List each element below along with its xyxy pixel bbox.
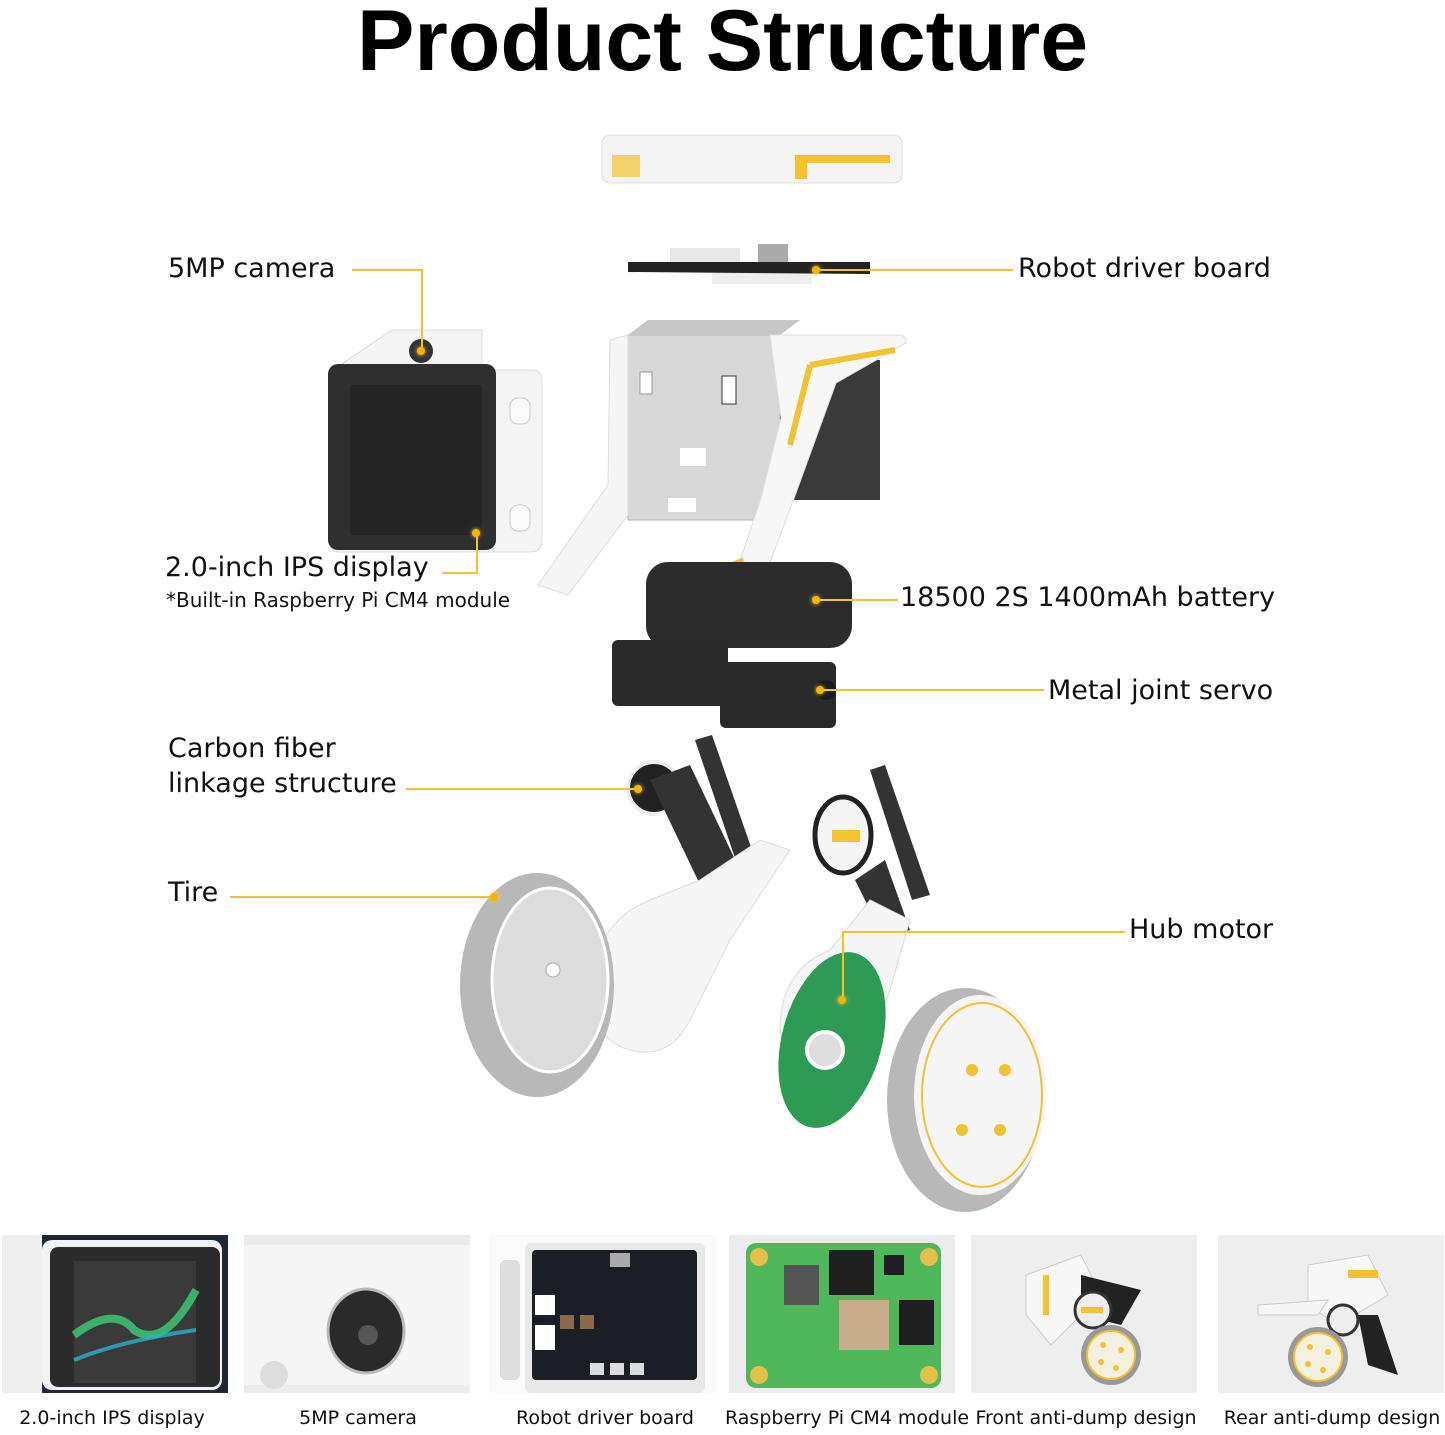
callout-driver-board: Robot driver board [1018, 253, 1271, 284]
thumbnail-caption-rear-anti-dump: Rear anti-dump design [1223, 1407, 1441, 1429]
callout-dot-servo [816, 686, 824, 694]
chassis-body [537, 320, 907, 619]
right-tire [887, 988, 1046, 1212]
thumbnail-caption-ips-display: 2.0-inch IPS display [19, 1407, 205, 1429]
thumbnail-caption-driver-board: Robot driver board [516, 1407, 694, 1429]
leader-line-hub-motor-vertical [842, 931, 844, 999]
battery [646, 562, 852, 648]
top-cover [601, 134, 903, 184]
leader-line-display [442, 572, 478, 574]
driver-board-photo-icon [490, 1235, 716, 1393]
front-anti-dump-photo-icon [971, 1235, 1197, 1393]
thumbnail-front-anti-dump [971, 1235, 1197, 1393]
callout-camera: 5MP camera [168, 253, 336, 284]
leader-line-camera-vertical [421, 269, 423, 351]
callout-dot-camera [417, 347, 425, 355]
callout-dot-hub-motor [838, 996, 846, 1004]
thumbnail-caption-front-anti-dump: Front anti-dump design [975, 1407, 1197, 1429]
leader-line-servo [822, 689, 1044, 691]
left-tire [460, 873, 614, 1097]
thumbnail-caption-cm4-module: Raspberry Pi CM4 module [725, 1407, 970, 1429]
callout-display: 2.0-inch IPS display [165, 552, 429, 583]
thumbnail-camera [244, 1235, 470, 1393]
leader-line-camera [352, 269, 422, 271]
ips-display-photo-icon [2, 1235, 228, 1393]
leader-line-display-vertical [476, 532, 478, 574]
callout-dot-driver-board [812, 266, 820, 274]
left-leg [589, 735, 791, 1053]
callout-battery: 18500 2S 1400mAh battery [900, 582, 1276, 613]
exploded-robot-illustration [328, 134, 1046, 1212]
thumbnail-ips-display [2, 1235, 228, 1393]
leader-line-hub-motor [843, 931, 1125, 933]
thumbnail-rear-anti-dump [1218, 1235, 1444, 1393]
callout-tire: Tire [168, 877, 219, 908]
cm4-module-photo-icon [729, 1235, 955, 1393]
rear-anti-dump-photo-icon [1218, 1235, 1444, 1393]
display-module [328, 329, 543, 553]
leader-line-tire [230, 896, 494, 898]
thumbnail-driver-board [490, 1235, 716, 1393]
callout-servo: Metal joint servo [1048, 675, 1274, 706]
right-leg [778, 765, 930, 1128]
driver-board [628, 244, 870, 284]
callout-display-note: *Built-in Raspberry Pi CM4 module [166, 588, 511, 612]
callout-dot-battery [812, 596, 820, 604]
leader-line-driver-board [818, 269, 1013, 271]
callout-dot-tire [490, 893, 498, 901]
leader-line-linkage [406, 788, 638, 790]
thumbnail-cm4-module [729, 1235, 955, 1393]
callout-dot-display [472, 529, 480, 537]
page-title: Product Structure [356, 0, 1089, 89]
camera-photo-icon [244, 1235, 470, 1393]
thumbnail-caption-camera: 5MP camera [299, 1407, 417, 1429]
servos [612, 640, 836, 728]
callout-linkage-line2: linkage structure [168, 768, 397, 799]
callout-linkage-line1: Carbon fiber [168, 733, 336, 764]
leader-line-battery [818, 599, 898, 601]
callout-hub-motor: Hub motor [1129, 914, 1274, 945]
callout-dot-linkage [634, 785, 642, 793]
